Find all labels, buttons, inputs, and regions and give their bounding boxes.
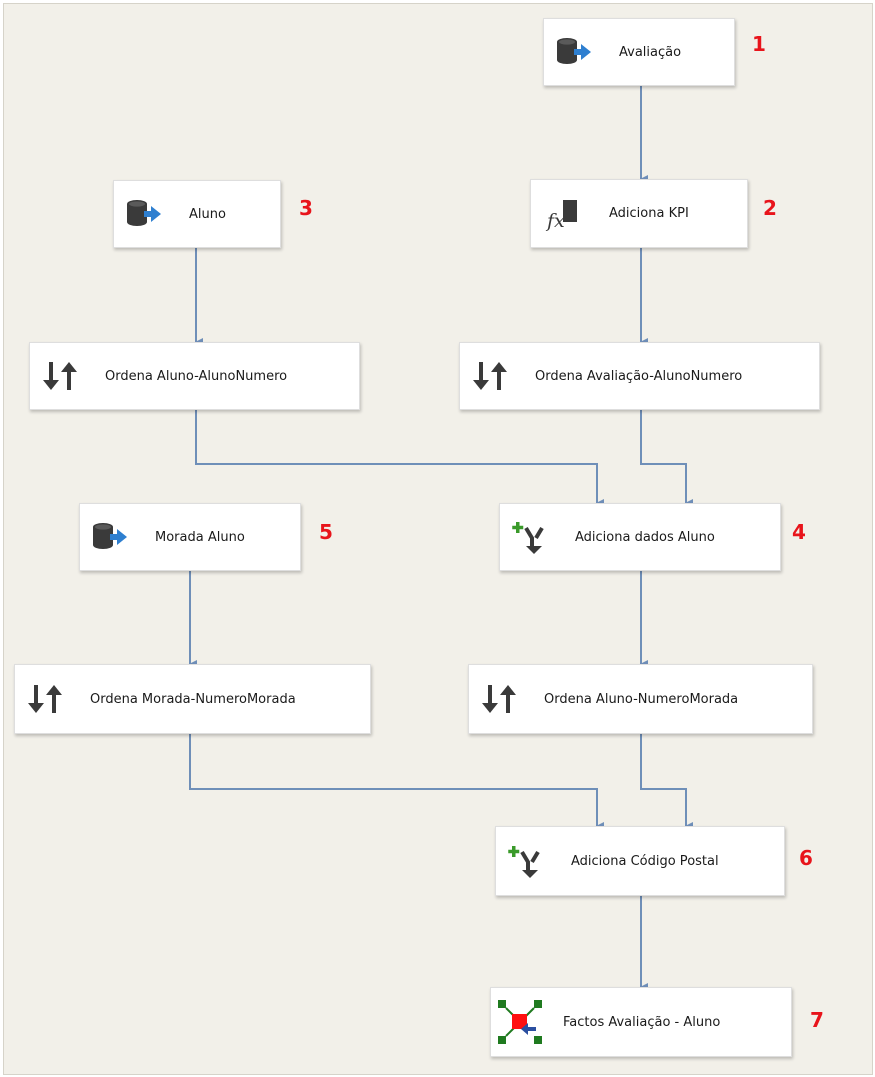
source-icon <box>556 35 594 69</box>
merge-join-icon <box>508 844 546 878</box>
connector-ordena-aluno-to-merge[interactable] <box>195 410 604 507</box>
source-icon <box>126 197 164 231</box>
node-label: Ordena Aluno-AlunoNumero <box>105 368 288 384</box>
node-label: Ordena Avaliação-AlunoNumero <box>535 368 743 384</box>
step-number: 2 <box>763 196 777 220</box>
node-label: Ordena Morada-NumeroMorada <box>90 691 296 707</box>
step-number: 7 <box>810 1008 824 1032</box>
destination-icon <box>497 999 543 1045</box>
step-number: 3 <box>299 196 313 220</box>
node-label: Adiciona Código Postal <box>571 853 719 869</box>
node-label: Aluno <box>189 206 226 222</box>
node-adiciona-codigo-postal[interactable]: Adiciona Código Postal <box>495 826 785 896</box>
sort-icon <box>472 359 510 393</box>
node-ordena-aluno-numeromorada[interactable]: Ordena Aluno-NumeroMorada <box>468 664 813 734</box>
merge-join-icon <box>512 520 550 554</box>
node-label: Ordena Aluno-NumeroMorada <box>544 691 739 707</box>
step-number: 1 <box>752 32 766 56</box>
node-ordena-avaliacao-alunonumero[interactable]: Ordena Avaliação-AlunoNumero <box>459 342 820 410</box>
svg-text:fx: fx <box>545 210 565 231</box>
node-adiciona-kpi[interactable]: fx Adiciona KPI <box>530 179 748 248</box>
node-ordena-morada-numeromorada[interactable]: Ordena Morada-NumeroMorada <box>14 664 371 734</box>
node-ordena-aluno-alunonumero[interactable]: Ordena Aluno-AlunoNumero <box>29 342 360 410</box>
sort-icon <box>42 359 80 393</box>
node-morada-aluno[interactable]: Morada Aluno <box>79 503 301 571</box>
sort-icon <box>481 682 519 716</box>
connector-ordena-morada-to-merge2[interactable] <box>189 734 604 830</box>
node-label: Adiciona dados Aluno <box>575 529 715 545</box>
source-icon <box>92 520 130 554</box>
node-label: Avaliação <box>619 44 682 60</box>
step-number: 4 <box>792 520 806 544</box>
node-aluno[interactable]: Aluno <box>113 180 281 248</box>
node-label: Adiciona KPI <box>609 206 689 221</box>
derived-column-icon: fx <box>545 197 583 232</box>
connector-ordena-aluno-numeromorada-to-merge2[interactable] <box>640 734 693 830</box>
node-adiciona-dados-aluno[interactable]: Adiciona dados Aluno <box>499 503 781 571</box>
node-factos-avaliacao-aluno[interactable]: Factos Avaliação - Aluno <box>490 987 792 1057</box>
node-label: Factos Avaliação - Aluno <box>563 1014 721 1030</box>
step-number: 6 <box>799 846 813 870</box>
connector-ordena-avaliacao-to-merge[interactable] <box>640 410 693 507</box>
sort-icon <box>27 682 65 716</box>
data-flow-canvas: Avaliação 1 fx Adiciona KPI 2 Aluno <box>3 3 873 1075</box>
node-avaliacao[interactable]: Avaliação <box>543 18 735 86</box>
node-label: Morada Aluno <box>155 529 245 545</box>
step-number: 5 <box>319 520 333 544</box>
connectors <box>189 86 693 991</box>
